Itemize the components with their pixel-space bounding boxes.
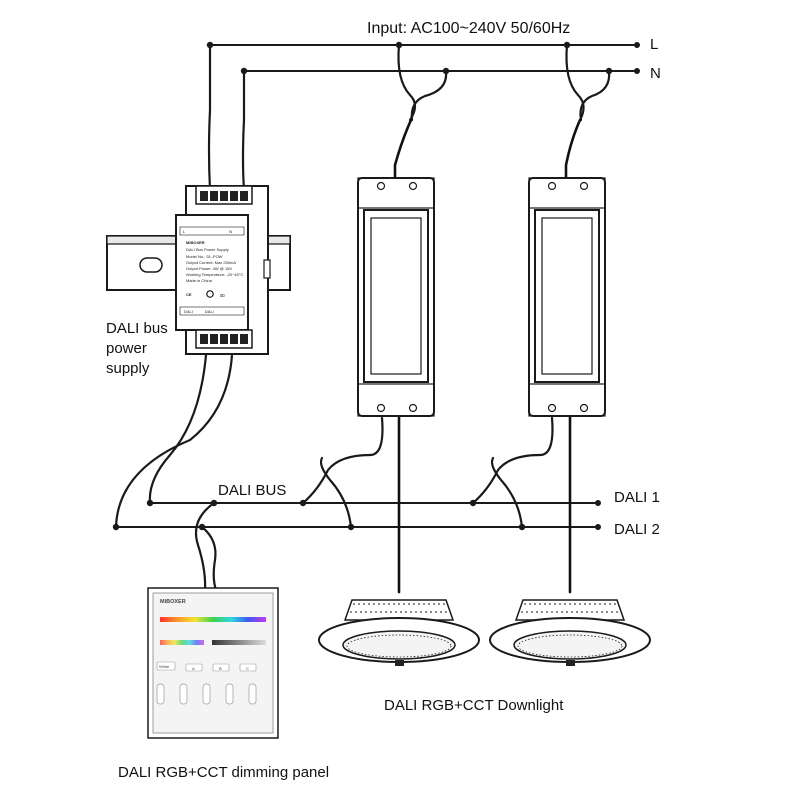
- screw-icon: [547, 181, 557, 191]
- n-label: N: [650, 65, 661, 82]
- driver-1-input-cable: [393, 118, 413, 180]
- screw-icon: [408, 181, 418, 191]
- downlight-label: DALI RGB+CCT Downlight: [384, 697, 564, 714]
- screw-icon: [408, 403, 418, 413]
- zone-c-button[interactable]: [239, 663, 257, 672]
- dali-bus-lines: [112, 499, 601, 531]
- screw-icon: [547, 403, 557, 413]
- psu-spec-line: Output Current: Max 250mA: [186, 260, 236, 265]
- zone-a-label: A: [192, 666, 195, 671]
- l-label: L: [650, 36, 658, 53]
- psu-n-wire: [241, 69, 246, 192]
- downlight-2: [489, 599, 651, 666]
- brightness-touch-strip[interactable]: [212, 640, 266, 645]
- line-l-end-dot: [634, 42, 640, 48]
- ce-mark-icon: CE: [186, 292, 192, 297]
- psu-l-wire: [207, 43, 212, 192]
- zone-switch[interactable]: [179, 683, 188, 705]
- zone-b-label: B: [219, 666, 222, 671]
- zone-b-button[interactable]: [212, 663, 230, 672]
- downlight-1: [318, 599, 480, 666]
- white-button[interactable]: [156, 661, 176, 671]
- line-n-end-dot: [634, 68, 640, 74]
- screw-icon: [579, 403, 589, 413]
- dali-1-label: DALI 1: [614, 489, 660, 506]
- psu-spec-line: Working Temperature: -20~40°C: [186, 272, 243, 277]
- led-driver-1: [357, 177, 435, 417]
- psu-brand-logo: MiBOXER: [186, 240, 205, 245]
- driver-1-dali-wire-2: [319, 456, 353, 529]
- driver-2-l-wire: [565, 43, 585, 122]
- dali-2-end-dot: [595, 524, 601, 530]
- driver-1-n-wire: [410, 69, 448, 122]
- panel-zone-switches: [156, 683, 257, 705]
- psu-bottom-terminals: [200, 334, 248, 344]
- zone-switch[interactable]: [202, 683, 211, 705]
- psu-dali-wire-2: [114, 353, 234, 529]
- dimming-panel-label: DALI RGB+CCT dimming panel: [118, 764, 329, 781]
- zone-a-button[interactable]: [185, 663, 203, 672]
- recycle-bin-icon: ⌧: [220, 293, 225, 298]
- zone-switch[interactable]: [225, 683, 234, 705]
- zone-switch[interactable]: [248, 683, 257, 705]
- rgb-touch-strip[interactable]: [160, 617, 266, 622]
- zone-c-label: C: [246, 666, 249, 671]
- panel-brand-logo: MiBOXER: [160, 599, 186, 605]
- input-label: Input: AC100~240V 50/60Hz: [367, 20, 570, 37]
- white-button-label: White: [159, 664, 170, 669]
- panel-wire-1: [194, 501, 216, 592]
- panel-wire-2: [200, 525, 218, 592]
- zone-switch[interactable]: [156, 683, 165, 705]
- driver-2-input-cable: [564, 118, 582, 180]
- dali-bus-label: DALI BUS: [218, 482, 286, 499]
- compliance-icon: [206, 290, 214, 298]
- led-driver-2: [528, 177, 606, 417]
- driver-1-l-wire: [397, 43, 417, 122]
- screw-icon: [376, 181, 386, 191]
- psu-spec-line: Model No.: DL-POW: [186, 254, 223, 259]
- driver-2-dali-wire-1: [471, 416, 554, 505]
- mains-lines: [206, 41, 640, 75]
- psu-spec-line: Made in China: [186, 278, 213, 283]
- driver-2-n-wire: [579, 69, 611, 122]
- dali-1-end-dot: [595, 500, 601, 506]
- psu-top-terminals: [200, 191, 248, 201]
- cct-touch-strip[interactable]: [160, 640, 204, 645]
- dimming-panel: MiBOXER White A B C: [147, 587, 279, 739]
- power-supply-label: DALI bus power supply: [106, 320, 172, 377]
- psu-spec-line: Output Power: 4W @ 16V: [186, 266, 232, 271]
- dali-2-label: DALI 2: [614, 521, 660, 538]
- psu-dali-wire-1: [148, 353, 208, 505]
- driver-1-dali-wire-1: [301, 416, 384, 505]
- psu-product-name: DALI Bus Power Supply: [186, 247, 229, 252]
- driver-2-dali-wire-2: [490, 456, 524, 529]
- screw-icon: [376, 403, 386, 413]
- screw-icon: [579, 181, 589, 191]
